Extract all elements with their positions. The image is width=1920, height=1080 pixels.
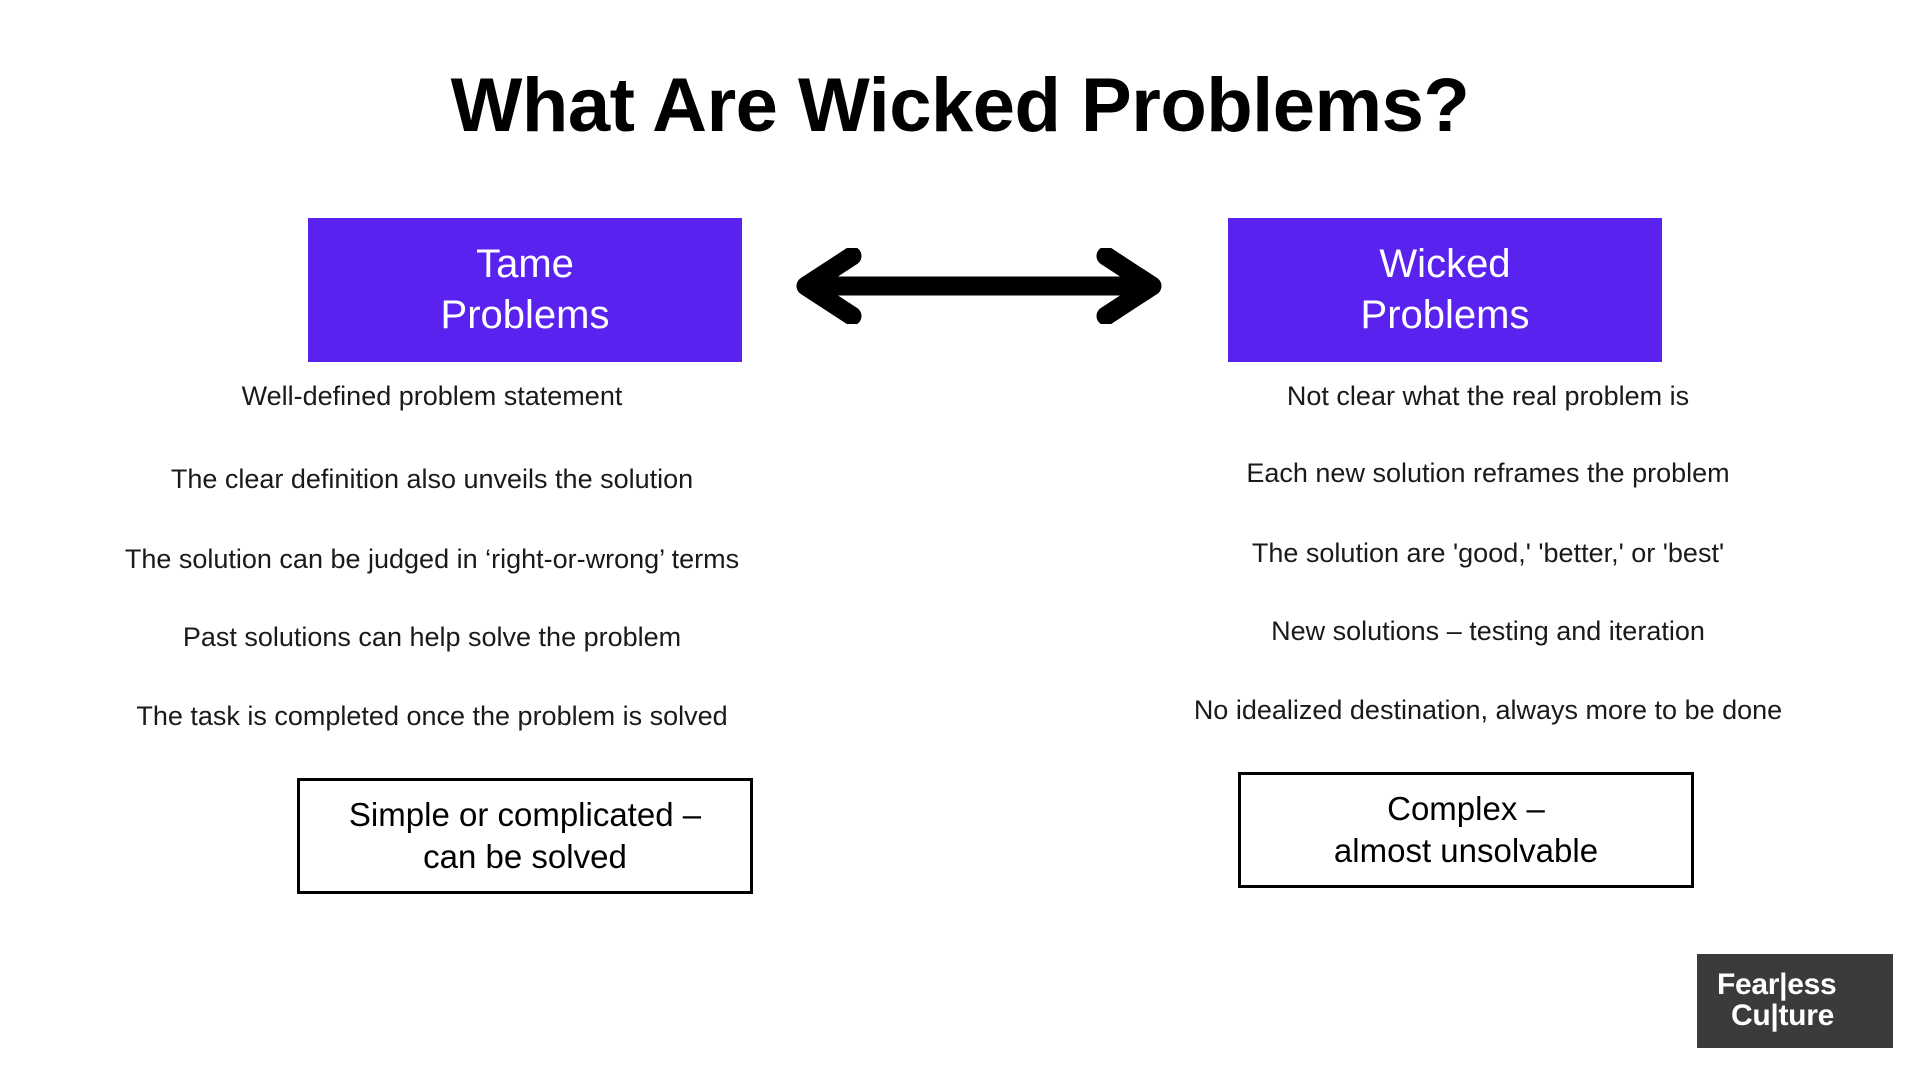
fearless-culture-logo: Fear|ess Cu|ture [1697,954,1893,1048]
list-item: Each new solution reframes the problem [1246,457,1730,488]
wicked-problems-header-box: Wicked Problems [1228,218,1662,362]
list-item: The solution can be judged in ‘right-or-… [124,543,740,574]
wicked-summary-line-2: almost unsolvable [1333,831,1599,869]
tame-summary-line-1: Simple or complicated – [348,795,702,833]
wicked-header-line-2: Problems [1360,293,1530,337]
list-item: New solutions – testing and iteration [1271,616,1705,647]
double-headed-arrow-icon [790,246,1168,326]
wicked-bullet-list: Not clear what the real problem is Each … [1108,380,1868,728]
tame-problems-header-box: Tame Problems [308,218,742,362]
list-item: Well-defined problem statement [241,381,623,411]
list-item: The clear definition also unveils the so… [170,463,694,494]
page-title: What Are Wicked Problems? [450,63,1470,148]
wicked-problems-summary-box: Complex – almost unsolvable [1238,771,1694,888]
list-item: The solution are 'good,' 'better,' or 'b… [1251,537,1725,568]
list-item: No idealized destination, always more to… [1193,695,1783,725]
tame-header-line-2: Problems [440,293,610,337]
wicked-header-line-1: Wicked [1379,241,1511,286]
tame-summary-line-2: can be solved [423,837,627,875]
list-item: The task is completed once the problem i… [136,701,728,731]
tame-bullet-list: Well-defined problem statement The clear… [52,380,812,734]
logo-line-1: Fear|ess [1717,968,1837,1002]
wicked-summary-line-1: Complex – [1387,789,1545,827]
tame-problems-summary-box: Simple or complicated – can be solved [297,777,753,894]
list-item: Past solutions can help solve the proble… [182,622,682,653]
logo-line-2: Cu|ture [1731,999,1834,1032]
column-tame-problems: Tame Problems Well-defined problem state… [52,218,812,894]
list-item: Not clear what the real problem is [1286,381,1690,411]
tame-header-line-1: Tame [476,241,574,286]
column-wicked-problems: Wicked Problems Not clear what the real … [1108,218,1868,888]
